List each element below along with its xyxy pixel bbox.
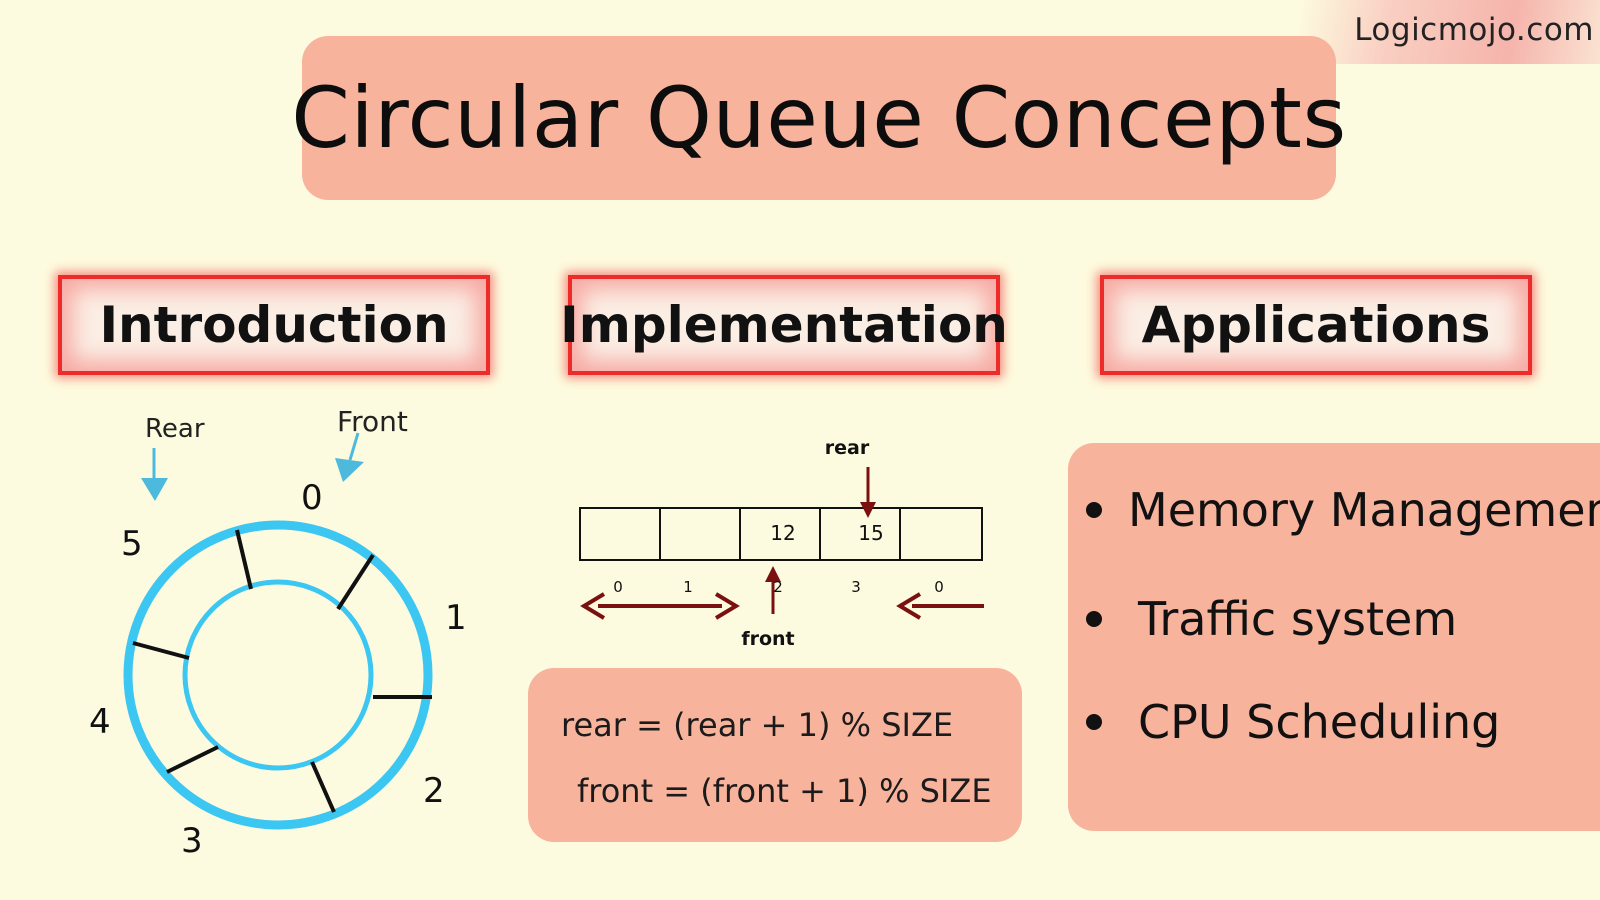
applications-panel: Memory Management Traffic system CPU Sch… — [1068, 443, 1600, 831]
implementation-label: Implementation — [560, 296, 1008, 354]
front-pointer-arrow — [765, 566, 781, 614]
array-index-2: 2 — [773, 578, 783, 596]
rear-pointer-arrow — [860, 467, 876, 518]
application-label: CPU Scheduling — [1138, 695, 1501, 749]
page-title: Circular Queue Concepts — [291, 69, 1347, 167]
divider-line — [310, 761, 336, 813]
brand-logo-text: Logicmojo.com — [1354, 12, 1594, 48]
rear-arrow — [141, 448, 168, 501]
divider-line — [235, 529, 253, 590]
rear-formula: rear = (rear + 1) % SIZE — [561, 706, 954, 744]
array-index-3: 3 — [851, 578, 861, 596]
divider-line — [336, 553, 375, 611]
circular-queue-diagram: Rear Front 0 1 2 3 4 5 — [89, 405, 467, 861]
ring-dividers — [132, 529, 432, 813]
divider-line — [166, 745, 219, 774]
index-label-0: 0 — [301, 478, 323, 518]
rear-label: Rear — [145, 414, 205, 444]
application-label: Memory Management — [1128, 483, 1600, 537]
wrap-around-arrow — [896, 592, 984, 620]
bullet-icon — [1086, 611, 1102, 627]
applications-label: Applications — [1141, 296, 1491, 354]
linear-queue-diagram: 12 15 rear front 0 1 2 3 0 — [579, 437, 984, 650]
introduction-label: Introduction — [99, 296, 449, 354]
list-item: Traffic system — [1086, 592, 1457, 646]
applications-button[interactable]: Applications — [1100, 275, 1532, 375]
index-label-2: 2 — [423, 771, 445, 811]
implementation-button[interactable]: Implementation — [560, 275, 1008, 375]
index-label-5: 5 — [121, 524, 143, 564]
brand-splash: Logicmojo.com — [1300, 0, 1600, 64]
front-pointer-label: front — [741, 628, 794, 650]
front-arrow — [335, 432, 364, 482]
array-index-0: 0 — [613, 578, 623, 596]
front-label: Front — [337, 405, 408, 438]
index-label-1: 1 — [445, 598, 467, 638]
list-item: Memory Management — [1086, 483, 1600, 537]
double-headed-arrow — [580, 592, 740, 620]
formula-panel: rear = (rear + 1) % SIZE front = (front … — [528, 668, 1022, 842]
outer-ring — [123, 520, 433, 830]
array-cell — [659, 507, 741, 561]
front-formula: front = (front + 1) % SIZE — [577, 772, 992, 810]
cell-value-15: 15 — [858, 521, 883, 545]
array-cell — [579, 507, 661, 561]
array-cell — [899, 507, 983, 561]
list-item: CPU Scheduling — [1086, 695, 1500, 749]
title-banner: Circular Queue Concepts — [291, 36, 1346, 200]
bullet-icon — [1086, 502, 1102, 518]
rear-pointer-label: rear — [825, 437, 870, 459]
cell-value-12: 12 — [770, 521, 795, 545]
array-index-1: 1 — [683, 578, 693, 596]
introduction-button[interactable]: Introduction — [58, 275, 490, 375]
divider-line — [132, 641, 190, 660]
array-cells — [579, 507, 983, 561]
inner-ring — [182, 579, 374, 771]
array-index-4: 0 — [934, 578, 944, 596]
bullet-icon — [1086, 714, 1102, 730]
application-label: Traffic system — [1138, 592, 1458, 646]
index-label-3: 3 — [181, 821, 203, 861]
index-label-4: 4 — [89, 702, 111, 742]
